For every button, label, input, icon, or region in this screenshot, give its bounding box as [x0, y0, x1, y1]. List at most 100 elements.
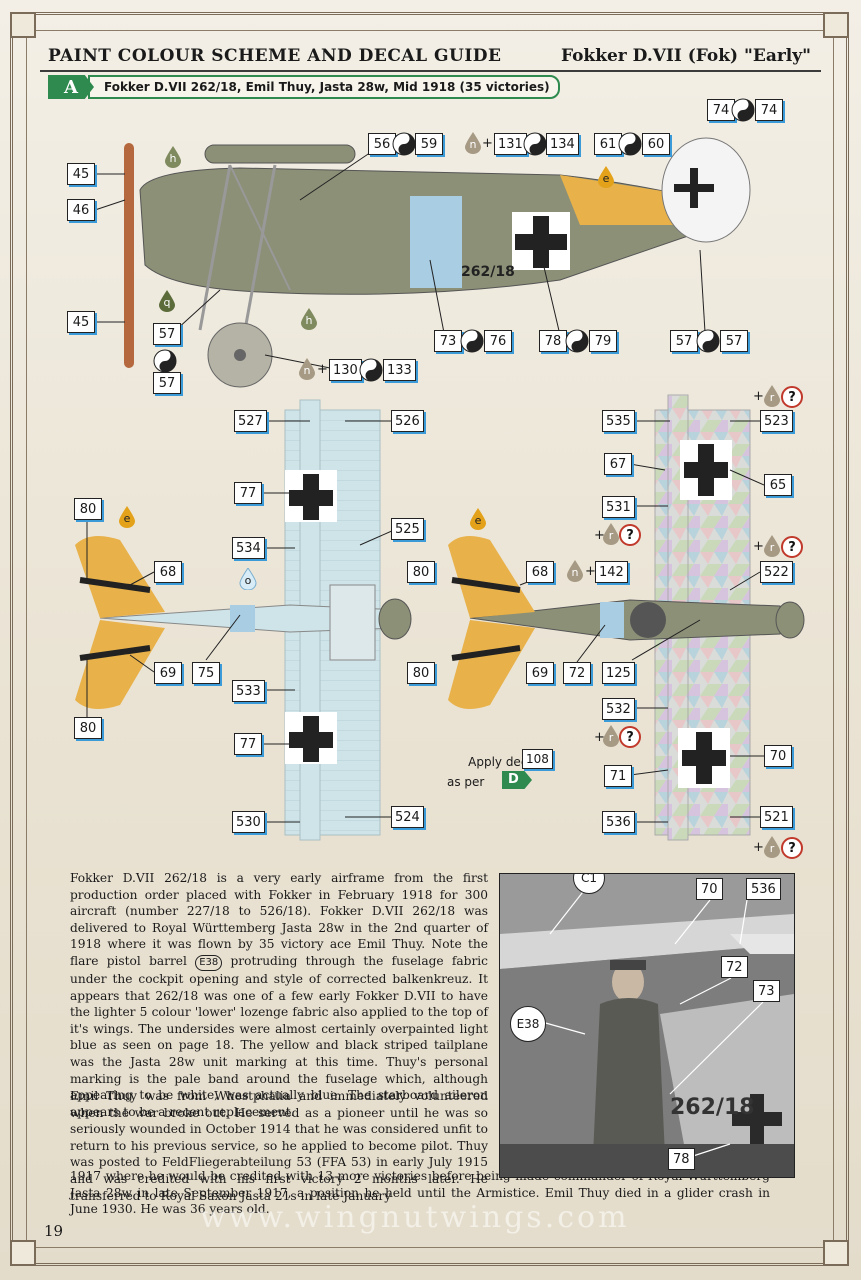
rudder-cross [674, 168, 714, 208]
mix-colour-icon [523, 132, 547, 156]
guide-title: PAINT COLOUR SCHEME AND DECAL GUIDE [48, 46, 502, 66]
plus-sign: + [753, 840, 764, 855]
callout-527: 527 [234, 410, 267, 432]
unknown-colour-icon: ? [619, 726, 641, 748]
callout-65: 65 [764, 474, 792, 496]
callout-70: 70 [764, 745, 792, 767]
website-watermark: www.wingnutwings.com [200, 1200, 630, 1235]
paint-drop-n-icon: n [464, 132, 482, 154]
paint-drop-q-icon: q [158, 290, 176, 312]
mix-colour-icon [153, 349, 177, 373]
callout-536: 536 [602, 811, 635, 833]
callout-72: 72 [563, 662, 591, 684]
callout-524: 524 [391, 806, 424, 828]
photo-callout-78: 78 [668, 1148, 695, 1170]
callout-80-lower: 80 [74, 717, 102, 739]
callout-78: 78 [539, 330, 567, 352]
callout-523: 523 [760, 410, 793, 432]
callout-57: 57 [153, 323, 181, 345]
mix-colour-icon [565, 329, 589, 353]
unknown-colour-icon: ? [781, 837, 803, 859]
callout-60: 60 [642, 133, 670, 155]
upper-wing [204, 144, 356, 164]
ref-e38-inline: E38 [195, 954, 223, 971]
top-wing-cross [289, 474, 333, 520]
callout-68: 68 [154, 561, 182, 583]
callout-73: 73 [434, 330, 462, 352]
aircraft-type-title: Fokker D.VII (Fok) "Early" [560, 46, 811, 66]
propeller [124, 143, 134, 368]
frame-corner [10, 12, 36, 38]
callout-521: 521 [760, 806, 793, 828]
mix-colour-icon [618, 132, 642, 156]
mix-colour-icon [359, 358, 383, 382]
photo-callout-73: 73 [753, 980, 780, 1002]
side-profile-aircraft: 262/18 [124, 137, 751, 388]
profile-badge: A Fokker D.VII 262/18, Emil Thuy, Jasta … [48, 75, 560, 99]
photo-callout-536: 536 [746, 878, 781, 900]
callout-130: 130 [329, 359, 362, 381]
paint-drop-e-icon: e [469, 508, 487, 530]
bottom-tailplane-upper [448, 536, 535, 618]
photo-callout-e38: E38 [510, 1006, 546, 1042]
plus-sign: + [482, 136, 493, 151]
callout-134: 134 [546, 133, 579, 155]
callout-77-lower: 77 [234, 733, 262, 755]
frame-corner [10, 1240, 36, 1266]
outer-frame [10, 12, 849, 1266]
paint-drop-h-icon: h [164, 146, 182, 168]
paint-drop-r-icon: r [602, 725, 620, 747]
callout-80-bottom: 80 [407, 561, 435, 583]
photo-callout-72: 72 [721, 956, 748, 978]
bottom-wing-cross [684, 444, 728, 496]
callout-522: 522 [760, 561, 793, 583]
callout-71: 71 [604, 765, 632, 787]
paint-drop-n-icon: n [566, 560, 584, 582]
callout-57-tail: 57 [670, 330, 698, 352]
historical-photo: 262/18 C1 70 536 72 73 E38 78 [499, 873, 795, 1178]
paint-drop-r-icon: r [602, 523, 620, 545]
callout-79: 79 [589, 330, 617, 352]
callout-45-lower: 45 [67, 311, 95, 333]
paint-drop-e-icon: e [118, 506, 136, 528]
apply-note-line2: as per [447, 775, 485, 789]
paint-drop-r-icon: r [763, 836, 781, 858]
callout-530: 530 [232, 811, 265, 833]
unknown-colour-icon: ? [781, 386, 803, 408]
callout-69: 69 [154, 662, 182, 684]
callout-76: 76 [484, 330, 512, 352]
callout-108: 108 [522, 749, 553, 769]
photo-serial-text: 262/18 [670, 1095, 755, 1120]
callout-77: 77 [234, 482, 262, 504]
mix-colour-icon [460, 329, 484, 353]
callout-534: 534 [232, 537, 265, 559]
bottom-view-aircraft [448, 394, 805, 841]
callout-80: 80 [74, 498, 102, 520]
callout-68-bottom: 68 [526, 561, 554, 583]
photo-callout-70: 70 [696, 878, 723, 900]
page-number: 19 [44, 1222, 64, 1240]
history-paragraph-2: Emil Thuy was from Whestphalia and immed… [70, 1089, 488, 1203]
inner-frame [26, 30, 834, 1248]
paint-drop-r-icon: r [763, 535, 781, 557]
paint-drop-h-icon: h [300, 308, 318, 330]
fuselage-blue-band [410, 196, 462, 288]
plus-sign: + [317, 362, 328, 377]
plus-sign: + [594, 528, 605, 543]
unknown-colour-icon: ? [619, 524, 641, 546]
top-tailplane-lower [75, 620, 165, 709]
header-rule [40, 70, 821, 72]
callout-80-bottom-lower: 80 [407, 662, 435, 684]
callout-61: 61 [594, 133, 622, 155]
callout-75: 75 [192, 662, 220, 684]
callout-45: 45 [67, 163, 95, 185]
callout-leader-lines [86, 143, 765, 823]
profile-letter: A [48, 75, 94, 99]
paint-drop-o-icon: o [239, 568, 257, 590]
callout-57-tail-right: 57 [720, 330, 748, 352]
plus-sign: + [585, 564, 596, 579]
profile-caption: Fokker D.VII 262/18, Emil Thuy, Jasta 28… [88, 75, 560, 99]
callout-67: 67 [604, 453, 632, 475]
bottom-tailplane-lower [448, 620, 535, 709]
frame-corner [823, 12, 849, 38]
